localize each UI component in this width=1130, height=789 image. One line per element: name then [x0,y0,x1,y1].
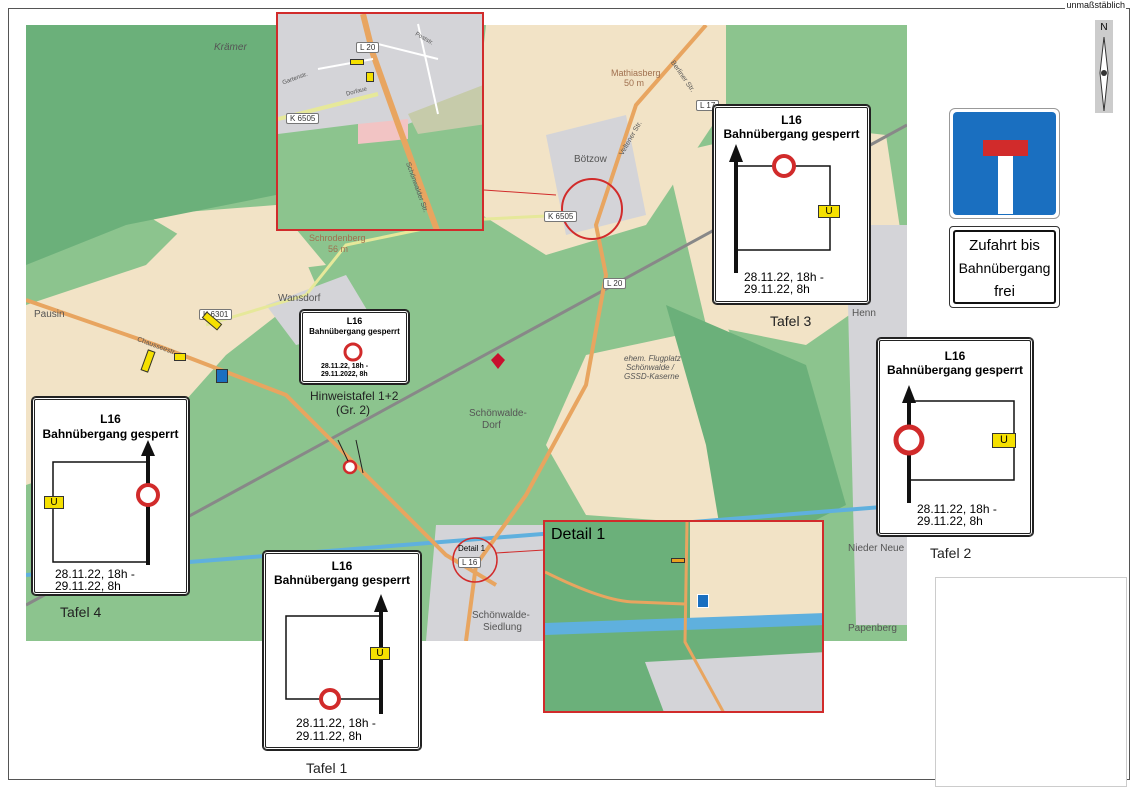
tafel-1-road: L16 [331,559,353,573]
place-schoenwalde-siedlung-1: Schönwalde- [472,610,530,621]
tafel-3-detour-diagram [729,144,831,273]
tafel-3-caption: Tafel 3 [770,313,812,329]
tafel-4-road: L16 [100,412,121,426]
hinweistafel-sign: L16 Bahnübergang gesperrt 28.11.22, 18h … [299,309,410,385]
inset-detail-1[interactable]: Detail 1 [543,520,824,713]
detail-title: Detail 1 [551,526,606,543]
inset-closure-sign-icon [350,59,364,65]
inset-boetzow[interactable]: L 20 K 6505 Dorfaue Schönwalder Str. Gar… [276,12,484,231]
no-entry-icon [343,342,363,362]
tafel-2-road: L16 [944,349,966,363]
north-arrow-icon: N [1095,20,1113,113]
tafel-3-date2: 29.11.22, 8h [744,282,810,296]
dead-end-sign-icon [216,369,228,383]
tafel-2-detour-diagram [893,385,1015,503]
road-k6505: K 6505 [544,211,578,222]
tafel-3-u-sign: U [818,205,840,218]
place-schrodenberg: Schrodenberg [309,233,366,243]
place-henn: Henn [852,308,876,319]
place-boetzow: Bötzow [574,154,607,165]
road-l20: L 20 [603,278,627,289]
zufahrt-sign: Zufahrt bis Bahnübergang frei [949,226,1060,308]
hinweis-date2: 29.11.2022, 8h [321,371,368,378]
hinweis-road: L16 [346,316,363,326]
tafel-1-text: Bahnübergang gesperrt [273,573,411,587]
place-mathiasberg-elev: 50 m [624,78,645,88]
tafel-3-sign: L16 Bahnübergang gesperrt U 28.11.22, 18… [712,104,871,305]
north-label: N [1100,22,1108,33]
dead-end-sign-icon [949,108,1060,219]
place-flugplatz-2: Schönwalde / [626,363,675,372]
place-mathiasberg: Mathiasberg [611,68,661,78]
tafel-2-date2: 29.11.22, 8h [917,514,983,528]
detail-marker-label: Detail 1 [458,544,486,553]
place-flugplatz-1: ehem. Flugplatz [624,354,681,363]
tafel-2-u-sign: U [992,433,1016,448]
place-pausin: Pausin [34,309,65,320]
place-papenberg: Papenberg [848,623,897,634]
detour-sign-icon [174,353,186,361]
tafel-2-date1: 28.11.22, 18h - [917,502,997,516]
tafel-1-detour-diagram [285,594,388,714]
tafel-2-sign: L16 Bahnübergang gesperrt U 28.11.22, 18… [876,337,1034,537]
place-flugplatz-3: GSSD-Kaserne [624,372,680,381]
tafel-4-detour-diagram [52,440,160,565]
place-elevation: 56 m [328,244,349,254]
tafel-1-u-sign: U [370,647,390,660]
hinweis-text: Bahnübergang gesperrt [309,327,400,336]
detail-map-graphic [545,522,822,711]
tafel-4-date2: 29.11.22, 8h [55,579,121,593]
place-nieder-neuendorf: Nieder Neue [848,543,905,554]
tafel-3-road: L16 [781,113,802,127]
place-schoenwalde-dorf-1: Schönwalde- [469,408,527,419]
tafel-1-date2: 29.11.22, 8h [296,729,362,743]
inset-detour-sign-icon [366,72,374,82]
tafel-4-caption: Tafel 4 [60,604,102,620]
place-schoenwalde-siedlung-2: Siedlung [483,622,522,633]
tafel-3-text: Bahnübergang gesperrt [723,127,860,141]
detail-dead-end-sign-icon [697,594,709,608]
blank-area [935,577,1127,787]
road-l16: L 16 [458,557,482,568]
tafel-1-sign: L16 Bahnübergang gesperrt U 28.11.22, 18… [262,550,422,751]
inset-road-l20: L 20 [356,42,380,53]
tafel-1-date1: 28.11.22, 18h - [296,716,376,730]
tafel-2-text: Bahnübergang gesperrt [886,363,1024,377]
zufahrt-line3: frei [994,283,1015,300]
scale-note: unmaßstäblich [1065,0,1126,10]
hinweis-date1: 28.11.22, 18h - [321,363,369,370]
tafel-4-sign: L16 Bahnübergang gesperrt U 28.11.22, 18… [31,396,190,596]
inset-road-k6505: K 6505 [286,113,320,124]
tafel-2-caption: Tafel 2 [930,545,972,561]
tafel-3-date1: 28.11.22, 18h - [744,270,824,284]
zufahrt-line2: Bahnübergang [958,260,1051,276]
tafel-4-date1: 28.11.22, 18h - [55,567,135,581]
place-kraemer: Krämer [214,42,247,53]
hinweistafel-caption: Hinweistafel 1+2 [310,389,399,403]
place-wansdorf: Wansdorf [278,293,321,304]
zufahrt-line1: Zufahrt bis [969,237,1040,254]
tafel-4-text: Bahnübergang gesperrt [42,427,179,441]
tafel-1-caption: Tafel 1 [306,760,348,776]
hinweistafel-group: (Gr. 2) [336,403,371,417]
tafel-4-u-sign: U [44,496,64,509]
detail-closure-sign-icon [671,558,685,563]
place-schoenwalde-dorf-2: Dorf [482,420,501,431]
